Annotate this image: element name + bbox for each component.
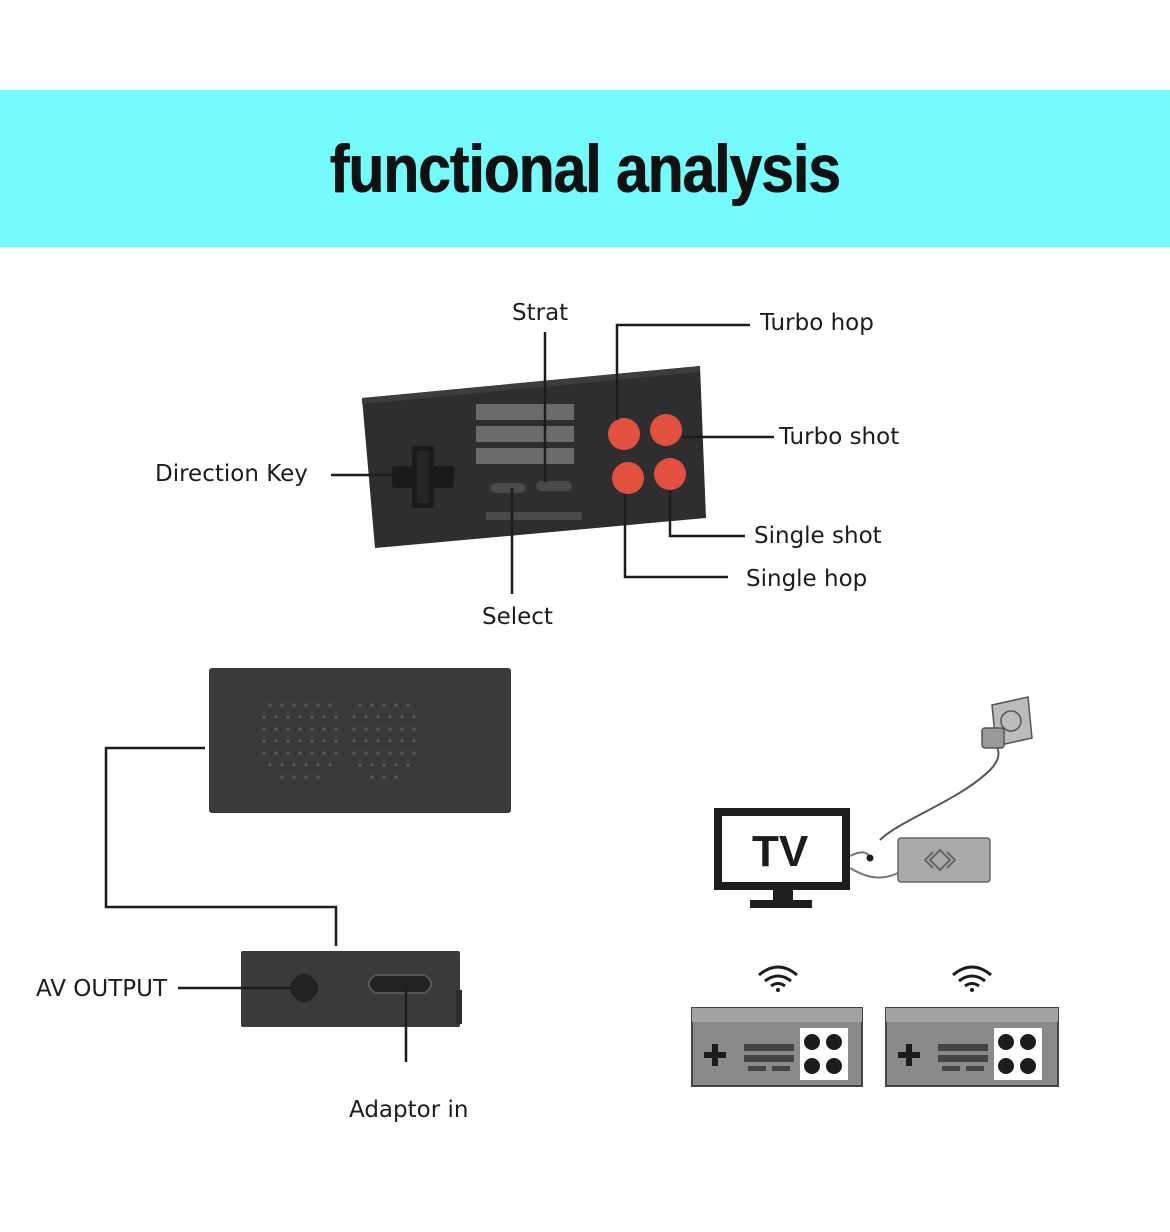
wifi-icon: [952, 965, 992, 992]
label-turbo-hop: Turbo hop: [760, 310, 874, 336]
power-cable: [879, 744, 1000, 841]
center-stripe: [476, 404, 574, 420]
turbo-shot-button[interactable]: [650, 414, 682, 446]
speaker-grille-icon: [262, 703, 416, 779]
mini-controller: [691, 1007, 863, 1087]
console-leader-lines: [178, 986, 408, 1062]
label-start: Strat: [512, 300, 569, 326]
wifi-icon: [758, 965, 798, 992]
label-select: Select: [482, 604, 553, 630]
dpad-icon: [392, 446, 454, 508]
power-plug-icon: [981, 696, 1033, 749]
av-cable: [849, 867, 901, 879]
center-stripe: [476, 448, 574, 464]
mini-console: [897, 837, 991, 883]
controller: [362, 366, 706, 548]
console-box: [209, 668, 511, 813]
console-connector-line: [104, 746, 338, 946]
label-turbo-shot: Turbo shot: [779, 424, 900, 450]
cable-plug: [866, 854, 874, 862]
mini-controller: [885, 1007, 1059, 1087]
label-av-output: AV OUTPUT: [36, 976, 168, 1002]
label-single-hop: Single hop: [746, 566, 868, 592]
tv-label: TV: [752, 827, 809, 876]
title-banner: functional analysis: [0, 90, 1170, 247]
label-single-shot: Single shot: [754, 523, 882, 549]
select-button[interactable]: [490, 483, 526, 493]
tv-icon: [714, 808, 850, 908]
start-button[interactable]: [536, 481, 572, 491]
center-stripe: [476, 426, 574, 442]
single-shot-button[interactable]: [654, 458, 686, 490]
turbo-hop-button[interactable]: [608, 418, 640, 450]
adaptor-port: [368, 974, 432, 994]
label-direction-key: Direction Key: [155, 461, 308, 487]
single-hop-button[interactable]: [612, 462, 644, 494]
bottom-stripe: [486, 512, 582, 520]
av-output-port: [290, 974, 318, 1002]
label-adaptor-in: Adaptor in: [349, 1097, 469, 1123]
controller-leader-lines: [331, 323, 774, 594]
page-title: functional analysis: [329, 130, 841, 207]
